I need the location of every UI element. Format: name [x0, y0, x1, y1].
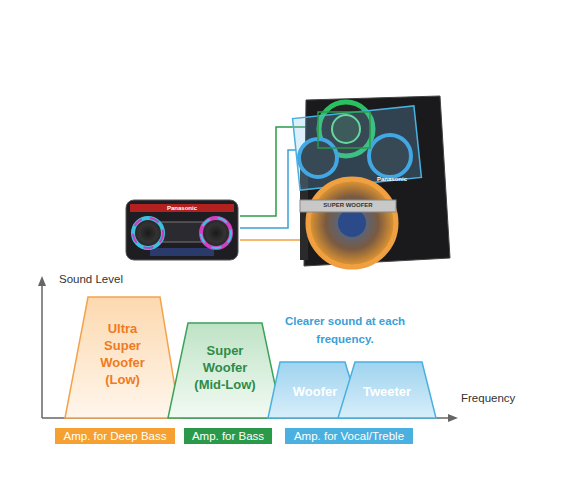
speaker-cabinet: [293, 96, 450, 267]
amp-label: Amp. for Vocal/Treble: [285, 429, 413, 443]
brand-logo: Panasonic: [370, 176, 414, 184]
y-axis: [41, 282, 43, 418]
note: Clearer sound at each frequency.: [275, 312, 415, 349]
band-label: Woofer: [275, 384, 355, 401]
amp-label-box: Amp. for Deep Bass: [55, 428, 175, 444]
band-label: Tweeter: [345, 384, 429, 401]
super-woofer-band: Super Woofer (Mid-Low): [168, 323, 282, 418]
band-outline: [65, 297, 180, 418]
band-outline: [168, 323, 282, 418]
part-name: SUPER WOOFER: [302, 202, 394, 210]
axis-title: Frequency: [461, 391, 551, 405]
tweeter-band: Tweeter: [338, 362, 436, 418]
x-axis-arrow: [448, 414, 458, 422]
stereo-unit: [126, 200, 238, 260]
blue-wire: [240, 150, 296, 228]
amp-label-box: Amp. for Bass: [184, 428, 272, 444]
band-label: Ultra Super Woofer (Low): [91, 321, 155, 389]
amp-label-box: Amp. for Vocal/Treble: [285, 428, 413, 444]
ultra-woofer-band: Ultra Super Woofer (Low): [65, 297, 180, 418]
amp-label: Amp. for Deep Bass: [55, 429, 175, 443]
brand-logo: Panasonic: [160, 205, 204, 213]
band-label: Super Woofer (Mid-Low): [188, 343, 262, 394]
band-outline: [338, 362, 436, 418]
y-axis-arrow: [38, 276, 46, 286]
axis-title: Sound Level: [59, 272, 159, 286]
orange-wire: [240, 239, 300, 241]
amp-label: Amp. for Bass: [184, 429, 272, 443]
